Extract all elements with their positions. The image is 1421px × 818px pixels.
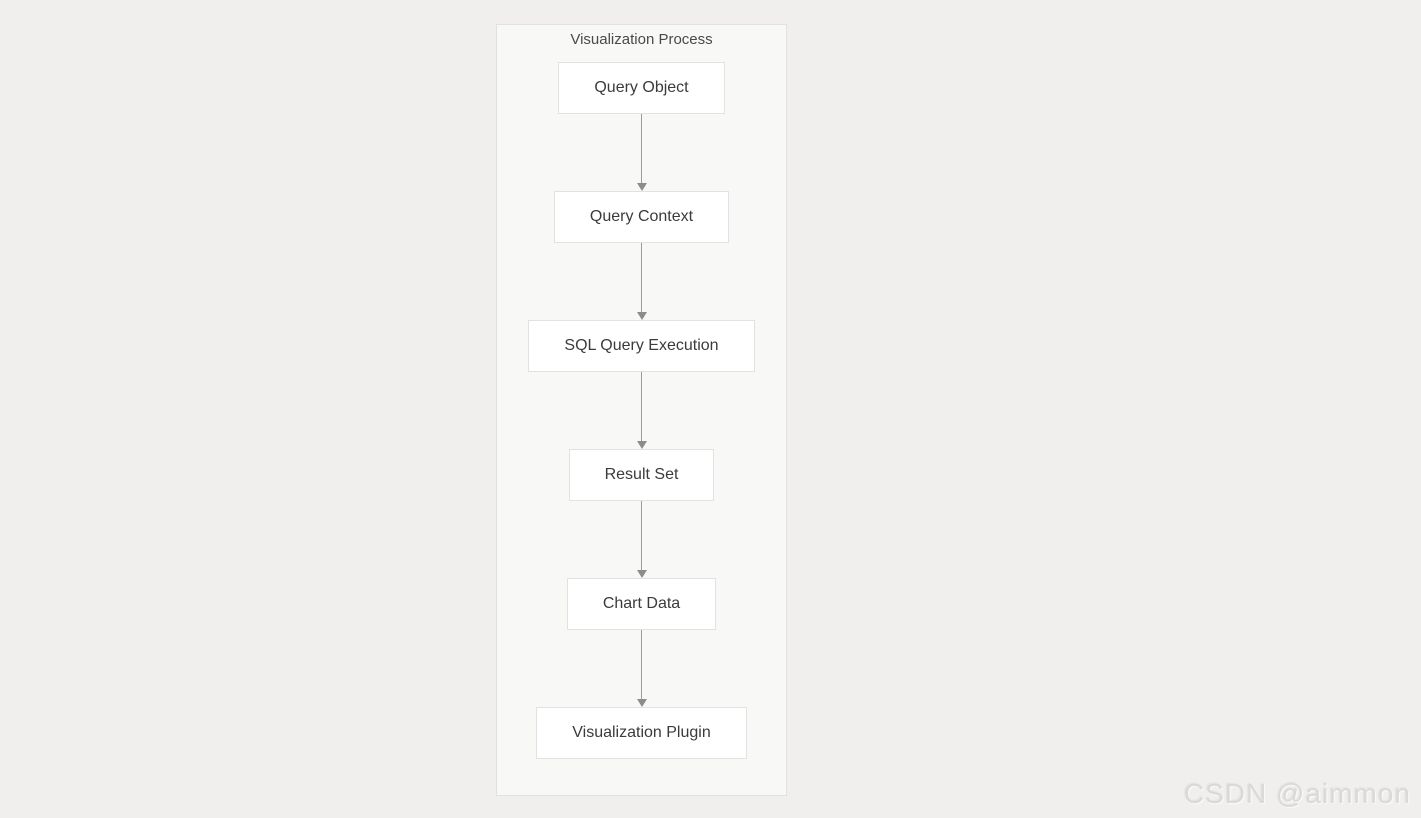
- flow-arrow: [636, 372, 647, 449]
- flow-node-label: Query Context: [589, 208, 694, 225]
- flow-node-result-set: Result Set: [568, 449, 715, 501]
- arrow-down-icon: [636, 183, 647, 191]
- flow-node-visualization-plugin: Visualization Plugin: [536, 707, 747, 759]
- flow-arrow: [636, 243, 647, 320]
- arrow-down-icon: [636, 312, 647, 320]
- flow-node-label: SQL Query Execution: [564, 337, 719, 354]
- flow-node-label: Query Object: [594, 79, 689, 96]
- arrow-down-icon: [636, 441, 647, 449]
- arrow-line: [641, 501, 642, 570]
- arrow-line: [641, 372, 642, 441]
- flow-node-sql-query-execution: SQL Query Execution: [528, 320, 755, 372]
- flow-arrow: [636, 630, 647, 707]
- diagram-title: Visualization Process: [570, 31, 713, 48]
- flow-column: Query Object Query Context SQL Query Exe…: [497, 62, 786, 759]
- arrow-down-icon: [636, 570, 647, 578]
- flow-node-query-context: Query Context: [553, 191, 730, 243]
- flowchart-canvas: Visualization Process Query Object Query…: [496, 24, 787, 796]
- arrow-down-icon: [636, 699, 647, 707]
- flow-node-label: Visualization Plugin: [572, 724, 711, 741]
- flow-node-chart-data: Chart Data: [566, 578, 717, 630]
- flow-node-query-object: Query Object: [558, 62, 725, 114]
- flow-arrow: [636, 114, 647, 191]
- flow-arrow: [636, 501, 647, 578]
- arrow-line: [641, 630, 642, 699]
- arrow-line: [641, 114, 642, 183]
- flow-node-label: Chart Data: [602, 595, 681, 612]
- watermark: CSDN @aimmon: [1183, 778, 1411, 809]
- flow-node-label: Result Set: [604, 466, 679, 483]
- arrow-line: [641, 243, 642, 312]
